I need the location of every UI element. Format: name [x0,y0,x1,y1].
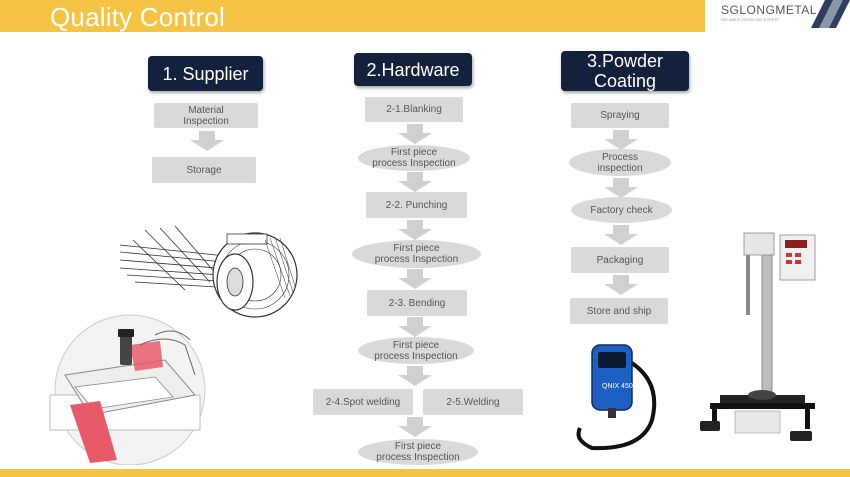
down-arrow-icon [398,366,432,386]
down-arrow-icon [398,269,432,289]
hardware-header: 2.Hardware [354,53,472,86]
step-punching: 2-2. Punching [366,192,467,218]
company-logo: SGLONGMETAL RELIABLE SOURCING EXPERT [715,0,850,32]
step-blanking: 2-1.Blanking [365,97,463,122]
title-bar [0,0,705,32]
step-spraying: Spraying [571,103,669,128]
down-arrow-icon [604,225,638,245]
gauge-label: QNIX 4500 [602,383,637,390]
step-bending: 2-3. Bending [367,290,467,316]
down-arrow-icon [398,317,432,337]
down-arrow-icon [190,131,224,151]
page-title: Quality Control [50,2,225,32]
logo-brand: SGLONGMETAL [721,3,817,17]
step-process-inspection: Process inspection [569,149,671,176]
steel-coil-illustration [119,225,298,318]
step-spot-welding: 2-4.Spot welding [313,389,413,415]
down-arrow-icon [604,275,638,295]
down-arrow-icon [604,130,638,150]
step-first-piece-inspection-1: First piece process Inspection [358,145,470,171]
logo-tagline: RELIABLE SOURCING EXPERT [721,17,780,22]
step-storage: Storage [152,157,256,183]
step-first-piece-inspection-2: First piece process Inspection [352,240,481,268]
material-inspection-illustration [49,314,206,465]
step-packaging: Packaging [571,247,669,273]
down-arrow-icon [398,417,432,437]
step-factory-check: Factory check [571,197,672,223]
step-material-inspection: Material Inspection [154,103,258,128]
down-arrow-icon [398,172,432,192]
step-store-and-ship: Store and ship [570,298,668,324]
impact-tester-illustration [700,232,816,441]
step-first-piece-inspection-4: First piece process Inspection [358,439,478,465]
down-arrow-icon [604,178,638,198]
step-first-piece-inspection-3: First piece process Inspection [358,337,474,364]
powder-coating-header: 3.Powder Coating [561,51,689,91]
thickness-gauge-illustration: QNIX 4500 [576,344,657,451]
down-arrow-icon [398,220,432,240]
footer-bar [0,469,850,477]
logo-mark-icon [811,0,850,28]
supplier-header: 1. Supplier [148,56,263,91]
down-arrow-icon [398,124,432,144]
step-welding: 2-5.Welding [423,389,523,415]
